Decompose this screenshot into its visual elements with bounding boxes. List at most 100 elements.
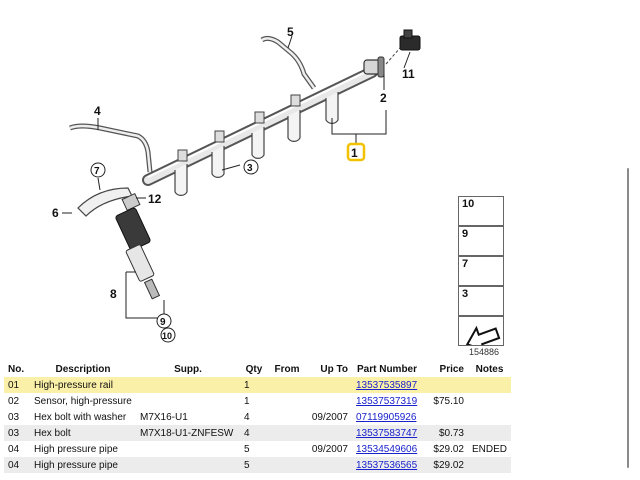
col-header-price: Price [439, 364, 464, 375]
cell-qty: 5 [244, 443, 250, 455]
legend-number: 7 [462, 258, 469, 270]
cell-price [422, 409, 468, 425]
cell-supp [136, 393, 240, 409]
cell-notes [468, 425, 512, 441]
callout-2[interactable]: 2 [380, 91, 387, 105]
legend-number: 9 [462, 228, 469, 240]
cell-description: Hex bolt [30, 425, 136, 441]
table-row[interactable]: 01 High-pressure rail 1 13537535897 [4, 377, 512, 393]
cell-no: 03 [8, 411, 20, 423]
col-header-upto: Up To [320, 364, 348, 375]
col-header-supp: Supp. [174, 364, 202, 375]
diagram-reference-number: 154886 [469, 347, 500, 357]
legend-number: 3 [462, 288, 469, 300]
callout-1[interactable]: 1 [351, 146, 358, 160]
col-header-from: From [274, 364, 300, 375]
legend-box-nav[interactable] [458, 316, 504, 353]
table-row[interactable]: 04 High pressure pipe 5 13537536565 $29.… [4, 457, 512, 473]
part-number-link[interactable]: 13537583747 [356, 427, 418, 439]
cell-from [268, 393, 306, 409]
cell-no: 04 [8, 443, 20, 455]
callout-11[interactable]: 11 [402, 67, 415, 81]
col-header-description: Description [55, 364, 111, 375]
callout-12[interactable]: 12 [148, 192, 162, 206]
callout-7[interactable]: 7 [94, 166, 100, 177]
part-number-link[interactable]: 13537535897 [356, 379, 418, 391]
high-pressure-rail[interactable] [142, 66, 378, 196]
callout-8[interactable]: 8 [110, 287, 117, 301]
cell-no: 04 [4, 457, 30, 473]
cell-supp [136, 457, 240, 473]
cell-from [268, 425, 306, 441]
scrollbar[interactable] [627, 168, 629, 468]
parts-diagram: 1 2 3 4 5 6 7 8 9 10 11 12 [52, 25, 501, 343]
pressure-sensor[interactable] [363, 56, 385, 78]
callout-3[interactable]: 3 [247, 163, 253, 174]
table-row[interactable]: 04 High pressure pipe 5 09/2007 13534549… [4, 441, 511, 457]
cell-supp [136, 377, 240, 393]
cell-price: $75.10 [433, 395, 464, 407]
col-header-notes: Notes [475, 364, 504, 375]
legend-box-bolt[interactable]: 7 [458, 256, 504, 286]
callout-5[interactable]: 5 [287, 25, 294, 39]
cell-upto [306, 425, 352, 441]
legend-number: 10 [462, 198, 475, 210]
cell-qty: 1 [244, 395, 250, 407]
cell-qty: 5 [240, 457, 268, 473]
part-number-link[interactable]: 13534549606 [356, 443, 418, 455]
legend-box-washer[interactable]: 10 [458, 196, 504, 226]
table-row[interactable]: 03 Hex bolt M7X18-U1-ZNFESW 4 1353758374… [4, 425, 512, 441]
part-number-link[interactable]: 07119905926 [356, 411, 417, 423]
col-header-no: No. [8, 364, 25, 375]
cell-price: $0.73 [422, 425, 468, 441]
cell-description: High pressure pipe [34, 443, 118, 455]
cell-notes [468, 393, 511, 409]
cell-qty: 4 [244, 411, 250, 423]
cell-supp [136, 441, 240, 457]
cell-qty: 1 [240, 377, 268, 393]
cell-supp: M7X16-U1 [140, 411, 188, 423]
cell-from [268, 409, 306, 425]
cell-description: Hex bolt with washer [34, 411, 127, 423]
col-header-part-number: Part Number [356, 364, 417, 375]
callout-10[interactable]: 10 [162, 331, 172, 341]
cell-description: High pressure pipe [30, 457, 136, 473]
cell-from [268, 441, 306, 457]
part-number-link[interactable]: 13537536565 [356, 459, 418, 471]
cell-description: Sensor, high-pressure [34, 395, 132, 407]
cell-upto [306, 457, 352, 473]
callout-9[interactable]: 9 [160, 317, 166, 328]
cell-upto [306, 377, 352, 393]
legend-box-hex-bolt[interactable]: 3 [458, 286, 504, 316]
cell-upto [306, 393, 352, 409]
arrow-left-icon [465, 325, 501, 353]
cell-price: $29.02 [422, 457, 468, 473]
table-header-row: No. Description Supp. Qty From Up To Par… [4, 362, 511, 377]
cell-no: 02 [8, 395, 20, 407]
cell-upto: 09/2007 [311, 411, 348, 423]
callout-6[interactable]: 6 [52, 206, 59, 220]
cell-supp: M7X18-U1-ZNFESW [136, 425, 240, 441]
sensor-connector[interactable] [399, 29, 421, 51]
table-row[interactable]: 02 Sensor, high-pressure 1 13537537319 $… [4, 393, 511, 409]
cell-from [268, 457, 306, 473]
table-row[interactable]: 03 Hex bolt with washer M7X16-U1 4 09/20… [4, 409, 511, 425]
part-number-link[interactable]: 13537537319 [356, 395, 418, 407]
legend-box-seal-ring[interactable]: 9 [458, 226, 504, 256]
parts-table: No. Description Supp. Qty From Up To Par… [4, 362, 512, 473]
cell-notes [468, 377, 512, 393]
cell-notes: ENDED [472, 443, 508, 455]
cell-qty: 4 [240, 425, 268, 441]
callout-highlight [346, 142, 366, 162]
callout-4[interactable]: 4 [94, 104, 101, 118]
cell-price [422, 377, 468, 393]
cell-upto: 09/2007 [311, 443, 348, 455]
cell-description: High-pressure rail [30, 377, 136, 393]
cell-no: 03 [4, 425, 30, 441]
cell-from [268, 377, 306, 393]
cell-notes [468, 457, 512, 473]
fuel-injector[interactable] [115, 192, 161, 300]
col-header-qty: Qty [245, 364, 263, 375]
cell-no: 01 [4, 377, 30, 393]
cell-price: $29.02 [433, 443, 464, 455]
